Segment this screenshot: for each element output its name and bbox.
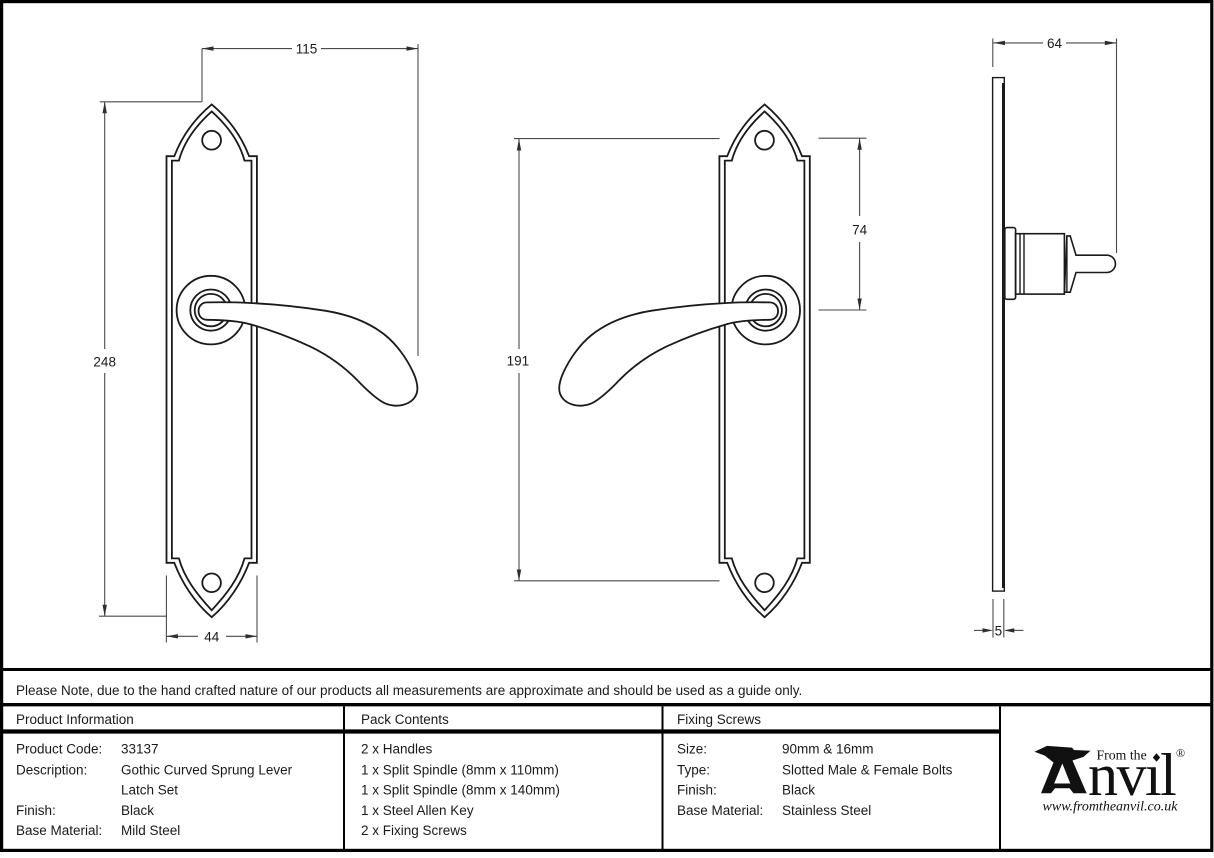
svg-text:33137: 33137 <box>121 742 159 757</box>
svg-text:1 x Split Spindle (8mm x 140mm: 1 x Split Spindle (8mm x 140mm) <box>361 783 560 798</box>
svg-text:2 x Fixing Screws: 2 x Fixing Screws <box>361 823 467 838</box>
svg-text:Base Material:: Base Material: <box>677 803 763 818</box>
svg-text:www.fromtheanvil.co.uk: www.fromtheanvil.co.uk <box>1043 800 1179 815</box>
svg-text:Mild Steel: Mild Steel <box>121 823 180 838</box>
svg-text:Please Note, due to the hand c: Please Note, due to the hand crafted nat… <box>16 683 802 698</box>
svg-text:®: ® <box>1176 746 1185 760</box>
svg-text:64: 64 <box>1047 36 1063 51</box>
svg-text:Black: Black <box>121 803 154 818</box>
svg-text:From the: From the <box>1097 748 1147 763</box>
svg-text:Description:: Description: <box>16 762 87 777</box>
svg-text:191: 191 <box>507 354 530 369</box>
svg-text:Pack Contents: Pack Contents <box>361 712 449 727</box>
svg-text:Base Material:: Base Material: <box>16 823 102 838</box>
svg-text:248: 248 <box>93 354 116 369</box>
svg-text:1 x Split Spindle (8mm x 110mm: 1 x Split Spindle (8mm x 110mm) <box>361 762 559 777</box>
svg-text:115: 115 <box>296 42 318 57</box>
svg-text:1 x Steel Allen Key: 1 x Steel Allen Key <box>361 803 474 818</box>
svg-text:Type:: Type: <box>677 762 710 777</box>
svg-text:Slotted Male & Female Bolts: Slotted Male & Female Bolts <box>782 762 953 777</box>
svg-text:Finish:: Finish: <box>16 803 56 818</box>
svg-text:Finish:: Finish: <box>677 783 717 798</box>
svg-text:44: 44 <box>204 629 220 644</box>
svg-text:5: 5 <box>995 624 1003 639</box>
svg-text:Black: Black <box>782 783 815 798</box>
svg-text:Gothic Curved Sprung Lever: Gothic Curved Sprung Lever <box>121 762 293 777</box>
svg-text:Product Information: Product Information <box>16 712 134 727</box>
svg-text:Latch Set: Latch Set <box>121 783 178 798</box>
svg-text:Fixing Screws: Fixing Screws <box>677 712 761 727</box>
svg-text:nvıl: nvıl <box>1088 742 1176 808</box>
svg-text:2 x Handles: 2 x Handles <box>361 742 433 757</box>
svg-text:90mm & 16mm: 90mm & 16mm <box>782 742 874 757</box>
svg-text:Size:: Size: <box>677 742 707 757</box>
svg-text:74: 74 <box>852 223 868 238</box>
svg-text:Stainless Steel: Stainless Steel <box>782 803 871 818</box>
svg-text:Product Code:: Product Code: <box>16 742 102 757</box>
